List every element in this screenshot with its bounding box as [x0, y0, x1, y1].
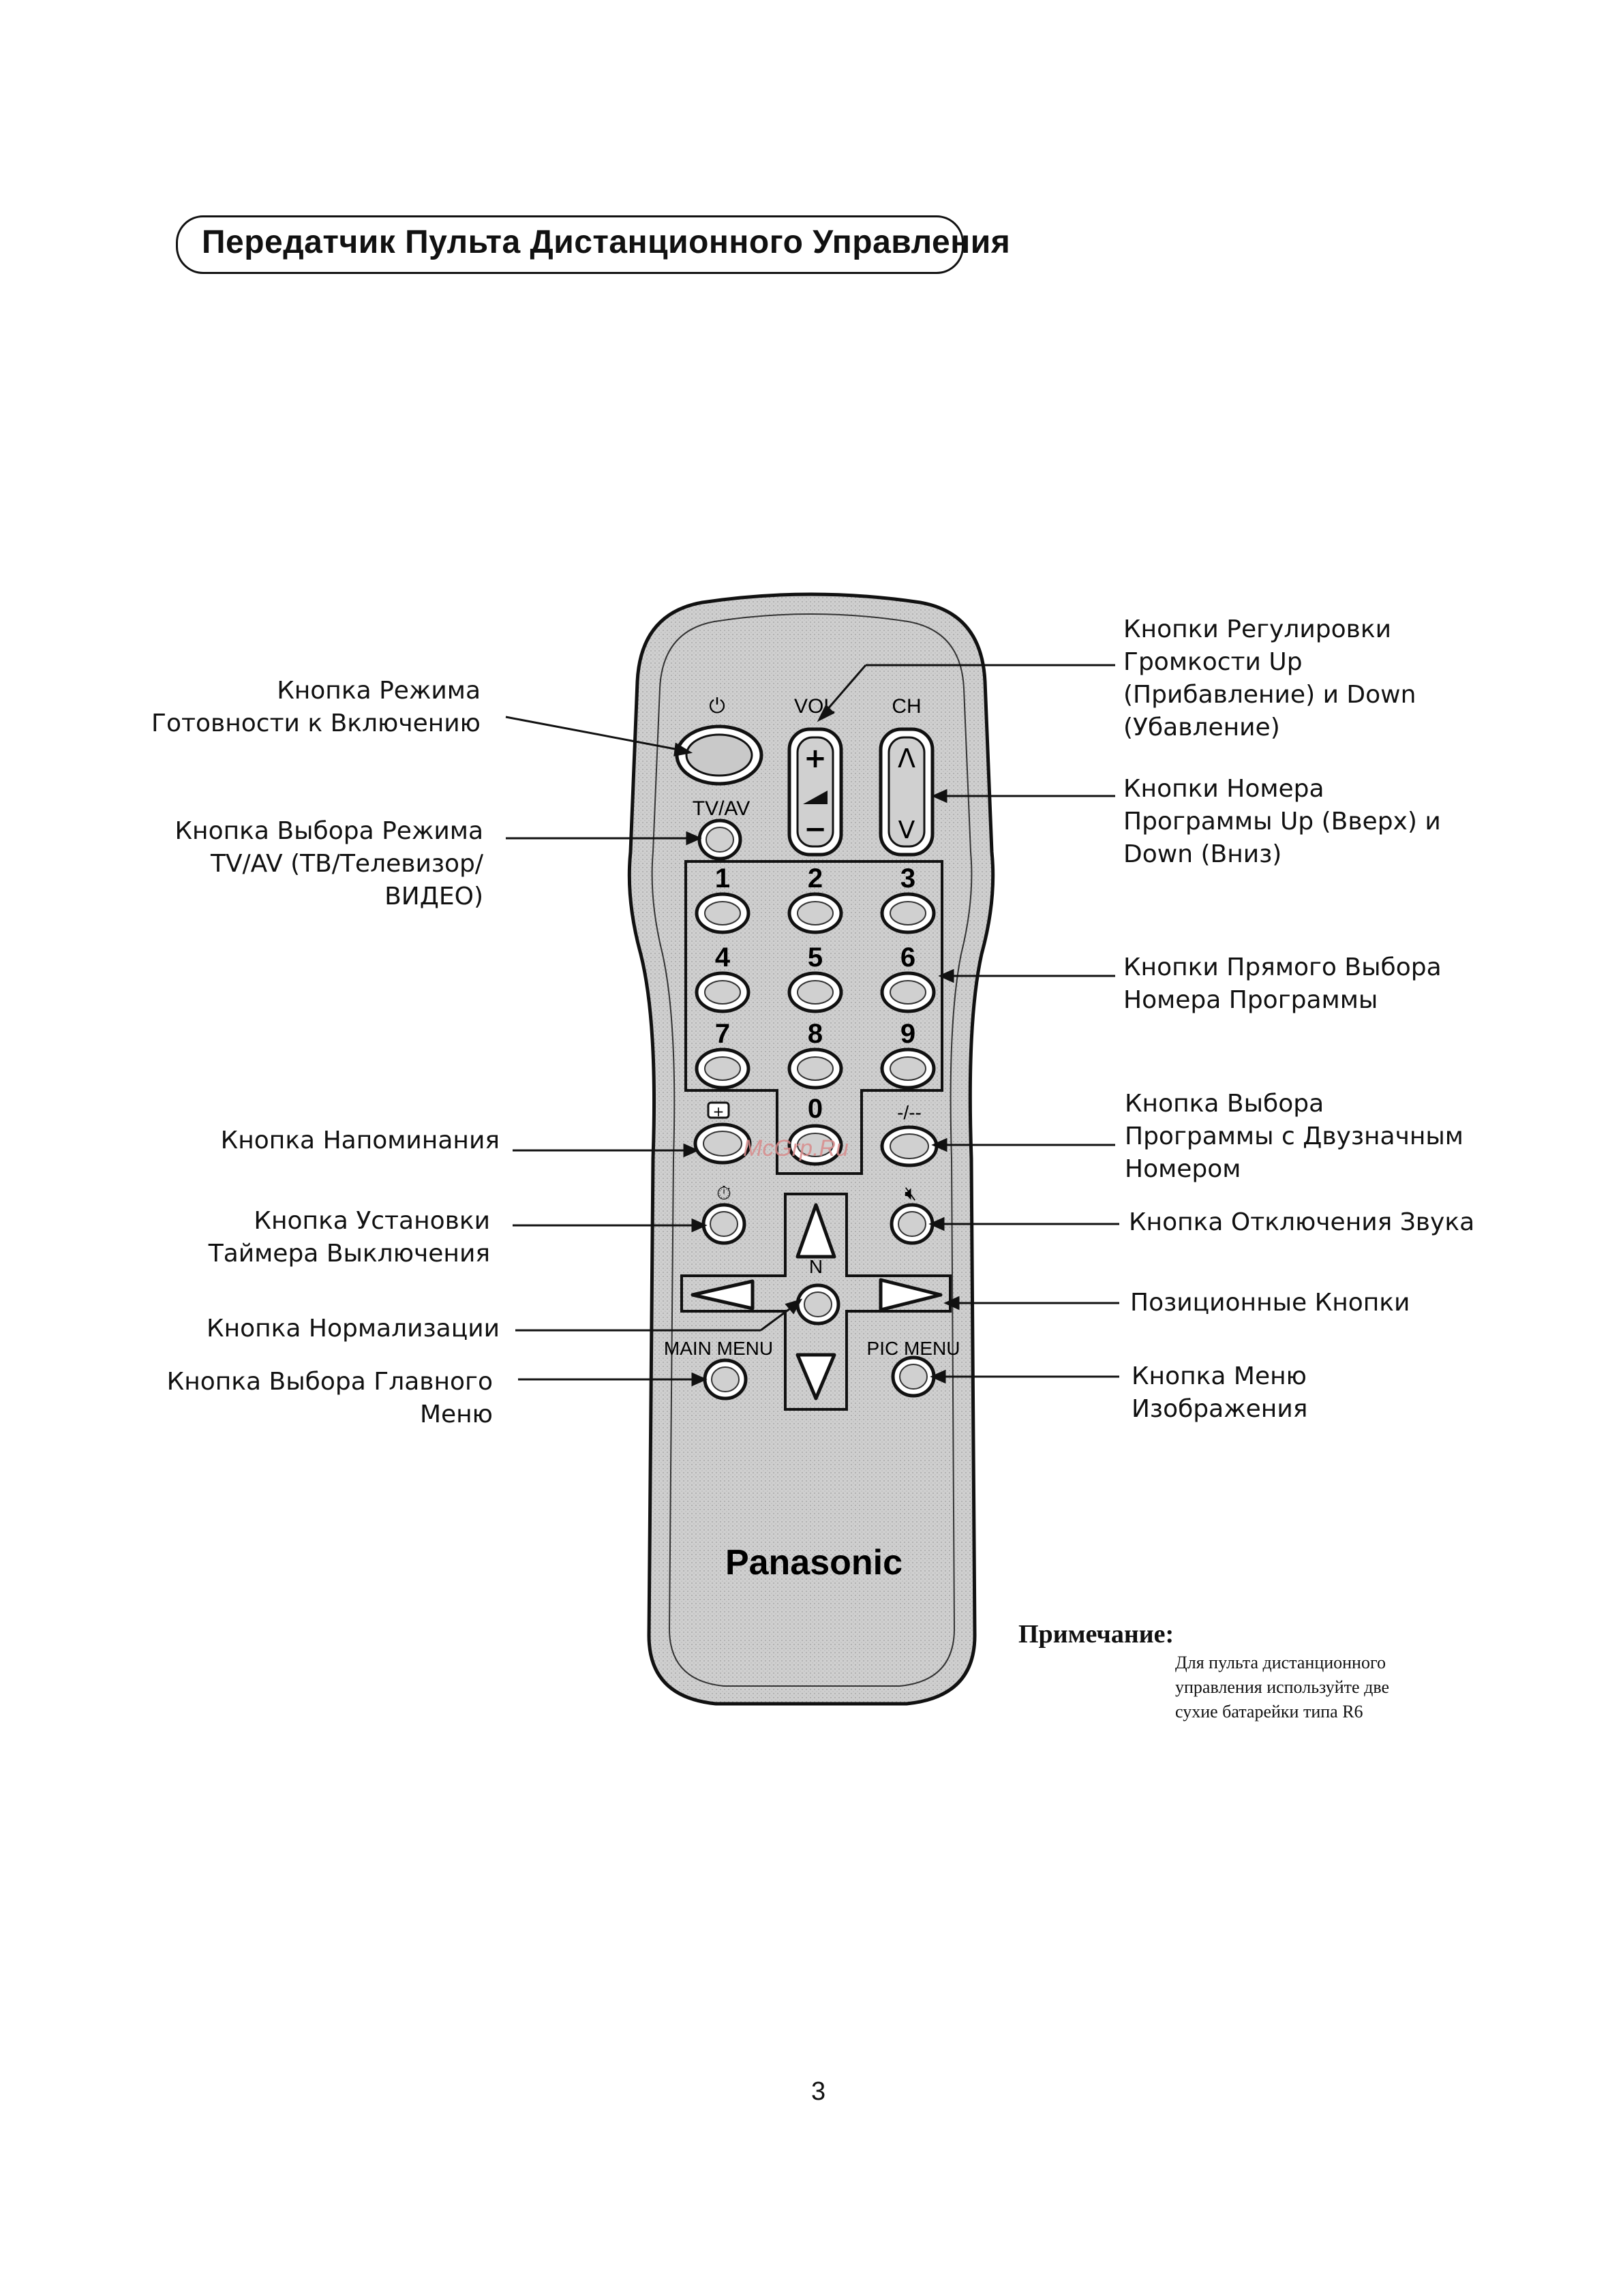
digit-button-face	[704, 980, 741, 1005]
digit-button-face	[890, 980, 926, 1005]
timer-icon: ⏱	[716, 1182, 731, 1204]
ch-label: CH	[892, 695, 921, 718]
ch-down-label: V	[898, 816, 915, 844]
label-normalize: Кнопка Нормализации	[207, 1315, 500, 1343]
digit-button-face	[797, 1133, 834, 1157]
label-mute: Кнопка Отключения Звука	[1129, 1208, 1475, 1236]
tvav-label: TV/AV	[693, 797, 750, 820]
up-arrow-button[interactable]	[795, 1203, 836, 1259]
page-number: 3	[811, 2077, 826, 2106]
reminder-button[interactable]: +	[693, 1101, 752, 1165]
right-arrow-button[interactable]	[879, 1278, 943, 1312]
digit-button-face	[704, 901, 741, 925]
pic-menu-label: PIC MENU	[867, 1338, 960, 1359]
title-frame	[176, 215, 964, 274]
digit-label-5: 5	[808, 943, 823, 973]
svg-text:+: +	[713, 1103, 725, 1120]
n-label: N	[809, 1256, 823, 1277]
page-title: Передатчик Пульта Дистанционного Управле…	[202, 224, 1011, 260]
power-icon: ⏻	[709, 694, 725, 718]
digit-button-face	[797, 980, 834, 1005]
ch-up-label: Λ	[898, 744, 915, 774]
number-keypad: 1 2 3 4 5 6 7 8 9 0	[695, 863, 936, 1166]
two-digit-label: -/--	[897, 1102, 922, 1123]
digit-button-face	[797, 1056, 834, 1081]
digit-button-face	[797, 901, 834, 925]
digit-label-6: 6	[900, 943, 915, 973]
digit-label-4: 4	[715, 943, 731, 973]
digit-label-2: 2	[808, 863, 823, 893]
cursor-pad	[680, 1193, 952, 1411]
watermark: McGrp.Ru	[743, 1135, 849, 1161]
digit-button-face	[704, 1056, 741, 1081]
leader-lines	[505, 664, 1119, 1387]
keypad-frame	[684, 860, 943, 1175]
brand-logo: Panasonic	[725, 1543, 902, 1582]
digit-label-9: 9	[900, 1019, 915, 1049]
mute-icon: 🔇︎	[905, 1182, 917, 1204]
note-title: Примечание:	[1018, 1620, 1174, 1649]
main-menu-label: MAIN MENU	[664, 1338, 773, 1359]
digit-label-8: 8	[808, 1019, 823, 1049]
digit-button-face	[890, 901, 926, 925]
down-arrow-button[interactable]	[795, 1353, 836, 1400]
label-reminder: Кнопка Напоминания	[220, 1127, 500, 1154]
left-arrow-button[interactable]	[691, 1279, 755, 1311]
reminder-icon	[707, 1101, 730, 1119]
digit-label-0: 0	[808, 1094, 823, 1124]
digit-label-1: 1	[715, 863, 730, 893]
digit-label-3: 3	[900, 863, 915, 893]
vol-minus-label: −	[804, 814, 827, 845]
volume-ramp-icon	[803, 791, 828, 804]
digit-label-7: 7	[715, 1019, 730, 1049]
vol-plus-label: +	[804, 743, 827, 774]
digit-button-face	[890, 1056, 926, 1081]
label-position: Позиционные Кнопки	[1130, 1289, 1410, 1317]
